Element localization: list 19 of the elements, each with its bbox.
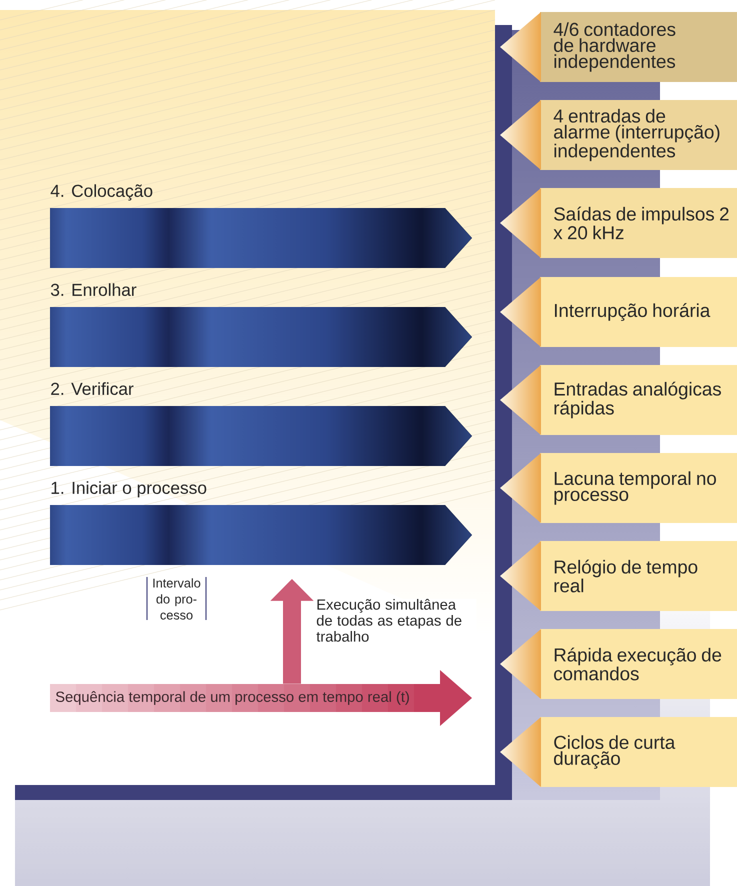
process-bar: 2. Verificar [50, 382, 472, 466]
feature-callout: 4/6 contadores de hardware independentes [500, 12, 737, 82]
node-label: 1. Iniciar o processo [52, 481, 206, 498]
feature-callout: Lacuna temporal no processo [500, 453, 737, 523]
feature-callout: Saídas de impulsos 2 x 20 kHz [500, 188, 737, 258]
process-bar: 4. Colocação [50, 184, 472, 268]
process-bar: 1. Iniciar o processo [50, 481, 472, 565]
feature-callout: Relógio de tempo real [500, 541, 737, 611]
feature-callout: 4 entradas de alarme (interrupção) independentes [500, 100, 737, 170]
node-label: Sequência temporal de um processo em tempo real (t) [56, 691, 409, 705]
node-label: 3. Enrolhar [50, 283, 136, 296]
feature-callout: Rápida execução de comandos [500, 629, 737, 699]
feature-callout: Ciclos de curta duração [500, 717, 737, 787]
feature-callout: Entradas analógicas rápidas [500, 365, 737, 435]
edge-label: Execução simultânea de todas as etapas de trabalho [316, 598, 462, 642]
node-label: 2. Verificar [51, 382, 134, 396]
feature-callout: Interrupção horária [500, 277, 737, 347]
node-label: 4. Colocação [50, 184, 152, 201]
process-bar: 3. Enrolhar [50, 283, 472, 367]
